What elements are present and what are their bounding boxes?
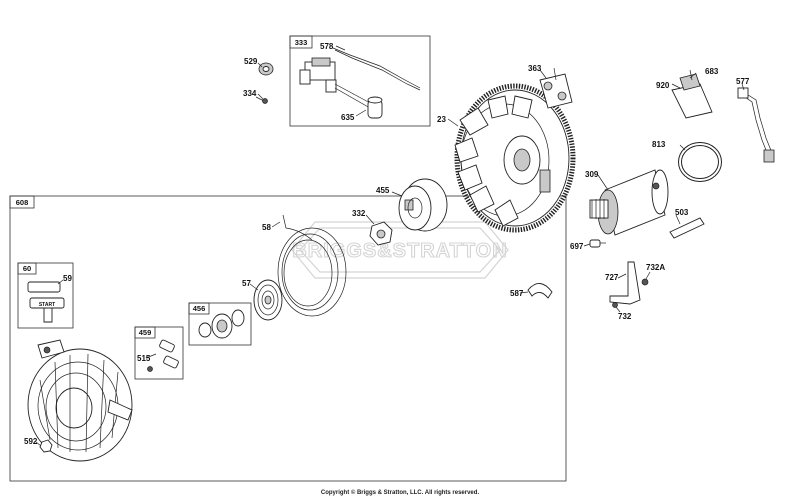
part-727-bracket xyxy=(609,261,649,308)
group-60-tag xyxy=(17,262,37,275)
watermark-text: BRIGGS&STRATTON xyxy=(292,240,507,262)
part-58-spring-wire xyxy=(282,214,313,241)
group-459-parts xyxy=(147,339,179,372)
callout-587: 587 xyxy=(510,289,524,298)
group-60-label: 60 xyxy=(23,264,31,273)
callout-813: 813 xyxy=(652,140,666,149)
callout-577: 577 xyxy=(736,77,750,86)
part-592-screw xyxy=(39,439,53,453)
part-57-rewind-spring xyxy=(253,227,347,321)
callout-455: 455 xyxy=(376,186,390,195)
callout-635: 635 xyxy=(341,113,355,122)
callout-515: 515 xyxy=(137,354,151,363)
callout-363: 363 xyxy=(528,64,542,73)
copyright-notice: Copyright © Briggs & Stratton, LLC. All … xyxy=(320,490,480,496)
part-529-nut xyxy=(258,62,274,76)
part-578-ground-wire xyxy=(332,47,421,91)
callout-920: 920 xyxy=(656,81,670,90)
group-459-label: 459 xyxy=(139,328,152,337)
part-697-screw xyxy=(589,239,606,248)
group-333-frame xyxy=(289,35,431,127)
briggs-stratton-watermark: BRIGGS&STRATTON xyxy=(291,221,509,279)
callout-727: 727 xyxy=(605,273,619,282)
group-frames: 333 608 60 456 459 xyxy=(9,35,567,482)
group-456-label: 456 xyxy=(193,304,206,313)
part-23-flywheel xyxy=(454,83,576,233)
callout-334: 334 xyxy=(243,89,257,98)
group-456-parts xyxy=(198,309,245,339)
callout-683: 683 xyxy=(705,67,719,76)
callout-592: 592 xyxy=(24,437,38,446)
callout-23: 23 xyxy=(437,115,446,124)
part-363-bracket xyxy=(539,67,573,109)
part-503-strap xyxy=(669,217,705,239)
group-456-tag xyxy=(188,302,210,315)
part-332-nut xyxy=(369,221,393,246)
part-587-clip xyxy=(527,283,553,299)
callout-59: 59 xyxy=(63,274,72,283)
callout-578: 578 xyxy=(320,42,334,51)
start-handle-text: START xyxy=(39,302,55,308)
group-459-frame xyxy=(134,326,184,380)
group-456-frame xyxy=(188,302,252,346)
group-608-frame xyxy=(9,195,567,482)
callout-58: 58 xyxy=(262,223,271,232)
group-608-label: 608 xyxy=(16,198,29,207)
callout-57: 57 xyxy=(242,279,251,288)
callout-309: 309 xyxy=(585,170,599,179)
part-334-screw xyxy=(255,96,268,104)
callout-732A: 732A xyxy=(646,263,665,272)
part-309-starter-motor xyxy=(589,169,669,236)
callout-697: 697 xyxy=(570,242,584,251)
callout-503: 503 xyxy=(675,208,689,217)
group-333-label: 333 xyxy=(295,38,308,47)
callout-332: 332 xyxy=(352,209,366,218)
callout-529: 529 xyxy=(244,57,258,66)
part-813-clamp xyxy=(678,142,722,182)
group-60-frame xyxy=(17,262,74,329)
group-333-tag xyxy=(289,35,313,49)
group-60-starter-handle: START xyxy=(27,281,65,323)
part-577-wire-harness xyxy=(737,87,775,163)
callout-732: 732 xyxy=(618,312,632,321)
part-635-ignition-armature xyxy=(299,57,383,119)
callout-labels: 529 334 578 635 363 23 920 683 577 813 4… xyxy=(24,42,750,446)
rewind-housing xyxy=(27,339,133,462)
group-459-tag xyxy=(134,326,156,339)
part-920-rectifier xyxy=(671,69,713,119)
group-608-tag xyxy=(9,195,35,209)
part-455-fan-cup xyxy=(398,178,448,232)
leader-lines xyxy=(35,45,745,447)
